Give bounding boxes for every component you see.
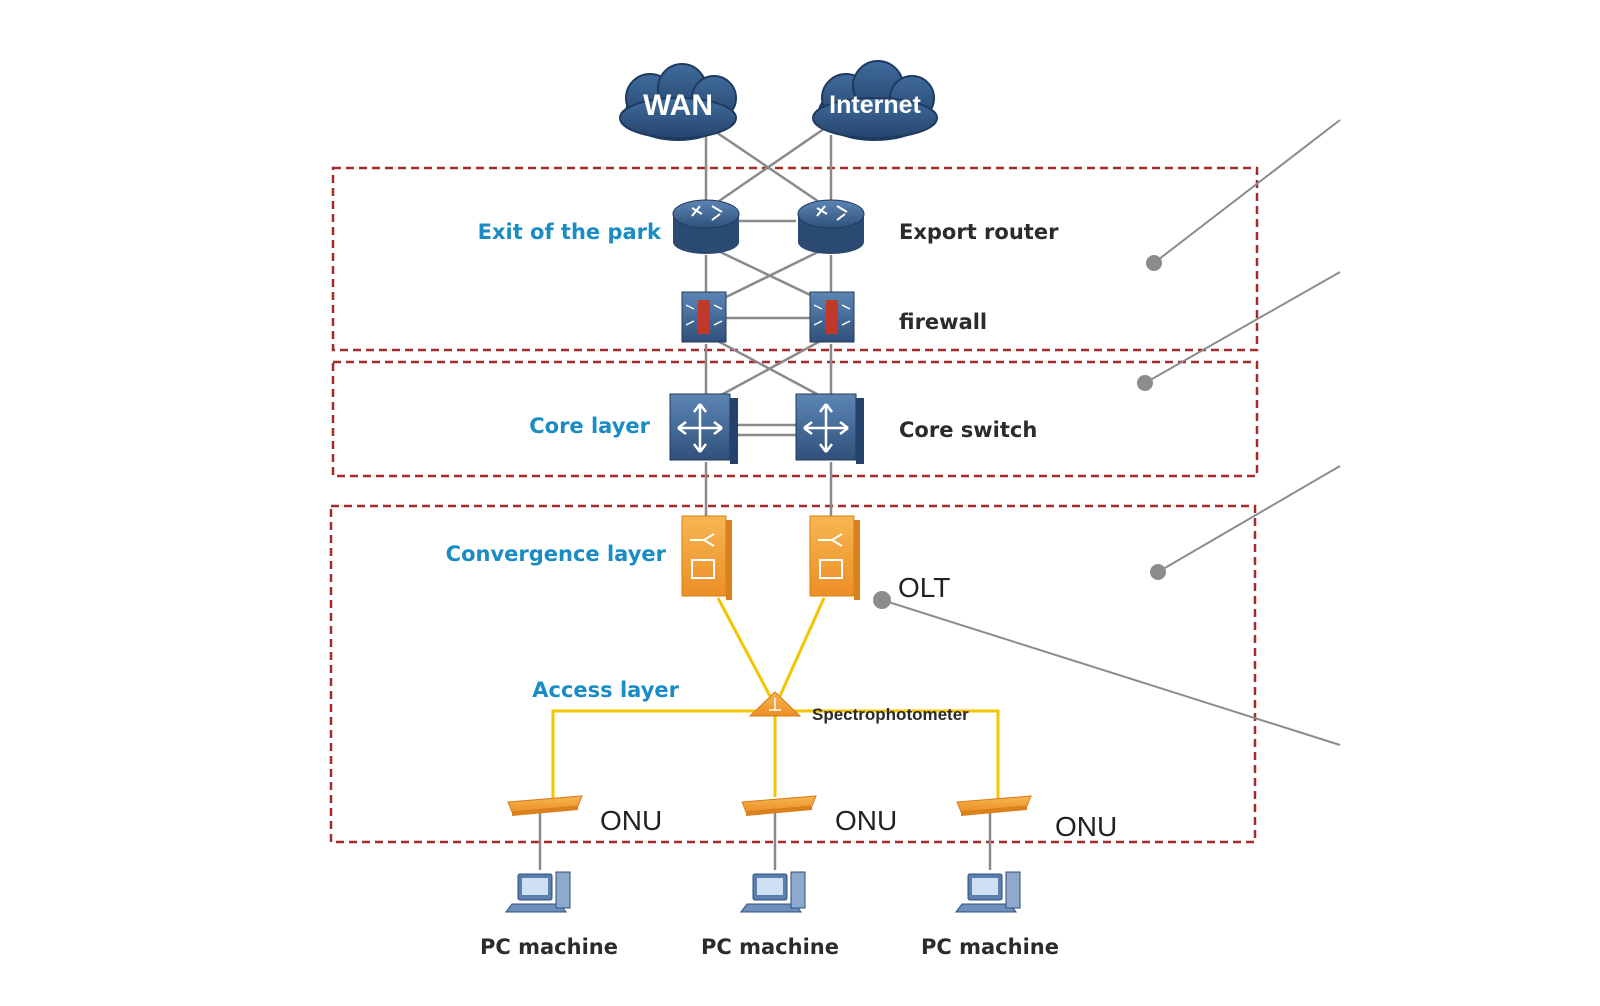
router-right xyxy=(797,199,865,254)
onu-3 xyxy=(956,795,1032,816)
firewall-right xyxy=(809,291,855,343)
router-left xyxy=(672,199,740,254)
spectrophotometer-label: Spectrophotometer xyxy=(812,705,969,724)
link-fw-right-core-left xyxy=(711,336,827,402)
link-router-right-fw-left xyxy=(715,248,823,304)
core-zone-box xyxy=(331,360,1259,478)
pc-icon xyxy=(955,871,1021,913)
pc-1 xyxy=(505,871,571,913)
core-layer-label: Core layer xyxy=(529,414,650,438)
pc-icon xyxy=(505,871,571,913)
fiber-splitter-onu3 xyxy=(785,709,1000,800)
pc-label-1: PC machine xyxy=(480,935,618,959)
pc-3 xyxy=(955,871,1021,913)
callout-dot-access xyxy=(1150,564,1166,580)
wan-cloud: WAN xyxy=(619,63,737,141)
pc-label-3: PC machine xyxy=(921,935,1059,959)
pc-icon xyxy=(740,871,806,913)
internet-label: Internet xyxy=(829,91,921,119)
export-router-label: Export router xyxy=(899,220,1059,244)
callout-dot-core xyxy=(1137,375,1153,391)
router-icon xyxy=(672,199,740,254)
splitter-icon xyxy=(748,691,802,717)
fiber-links xyxy=(551,597,1000,800)
onu-icon xyxy=(741,795,817,816)
core-switch-icon xyxy=(795,393,864,464)
firewall-icon xyxy=(681,291,727,343)
callout-dot-olt xyxy=(873,591,891,609)
internet-cloud: Internet xyxy=(812,60,938,141)
access-zone-box xyxy=(329,504,1257,844)
callout-lines xyxy=(873,119,1341,746)
callout-line-olt xyxy=(881,599,1341,746)
olt-icon xyxy=(681,515,732,600)
wan-label: WAN xyxy=(643,89,713,122)
pc-2 xyxy=(740,871,806,913)
exit-of-park-label: Exit of the park xyxy=(478,220,662,244)
onu-icon xyxy=(507,795,583,816)
link-internet-router-left xyxy=(705,122,832,212)
callout-line-exit xyxy=(1153,119,1341,264)
olt-right xyxy=(809,515,860,600)
convergence-layer-label: Convergence layer xyxy=(446,542,667,566)
olt-left xyxy=(681,515,732,600)
cloud-icon xyxy=(619,63,737,141)
firewall-left xyxy=(681,291,727,343)
core-switch-left xyxy=(669,393,738,464)
cloud-icon xyxy=(812,60,938,141)
onu-label-3: ONU xyxy=(1055,811,1117,842)
core-switch-icon xyxy=(669,393,738,464)
fiber-splitter-onu1 xyxy=(551,709,765,800)
router-icon xyxy=(797,199,865,254)
onu-2 xyxy=(741,795,817,816)
exit-zone-box xyxy=(331,166,1259,352)
callout-dot-exit xyxy=(1146,255,1162,271)
callout-line-access xyxy=(1157,465,1341,573)
onu-icon xyxy=(956,795,1032,816)
olt-label: OLT xyxy=(898,572,950,603)
onu-label-2: ONU xyxy=(835,805,897,836)
gray-links xyxy=(538,122,992,870)
core-switch-label: Core switch xyxy=(899,418,1037,442)
access-layer-label: Access layer xyxy=(532,678,679,702)
splitter xyxy=(748,691,802,717)
olt-icon xyxy=(809,515,860,600)
onu-label-1: ONU xyxy=(600,805,662,836)
callout-line-core xyxy=(1144,271,1341,384)
firewall-icon xyxy=(809,291,855,343)
pc-label-2: PC machine xyxy=(701,935,839,959)
firewall-label: firewall xyxy=(899,310,987,334)
fiber-olt-left-splitter xyxy=(716,597,772,697)
fiber-olt-right-splitter xyxy=(778,597,826,697)
link-wan-router-right xyxy=(709,126,832,212)
core-switch-right xyxy=(795,393,864,464)
onu-1 xyxy=(507,795,583,816)
